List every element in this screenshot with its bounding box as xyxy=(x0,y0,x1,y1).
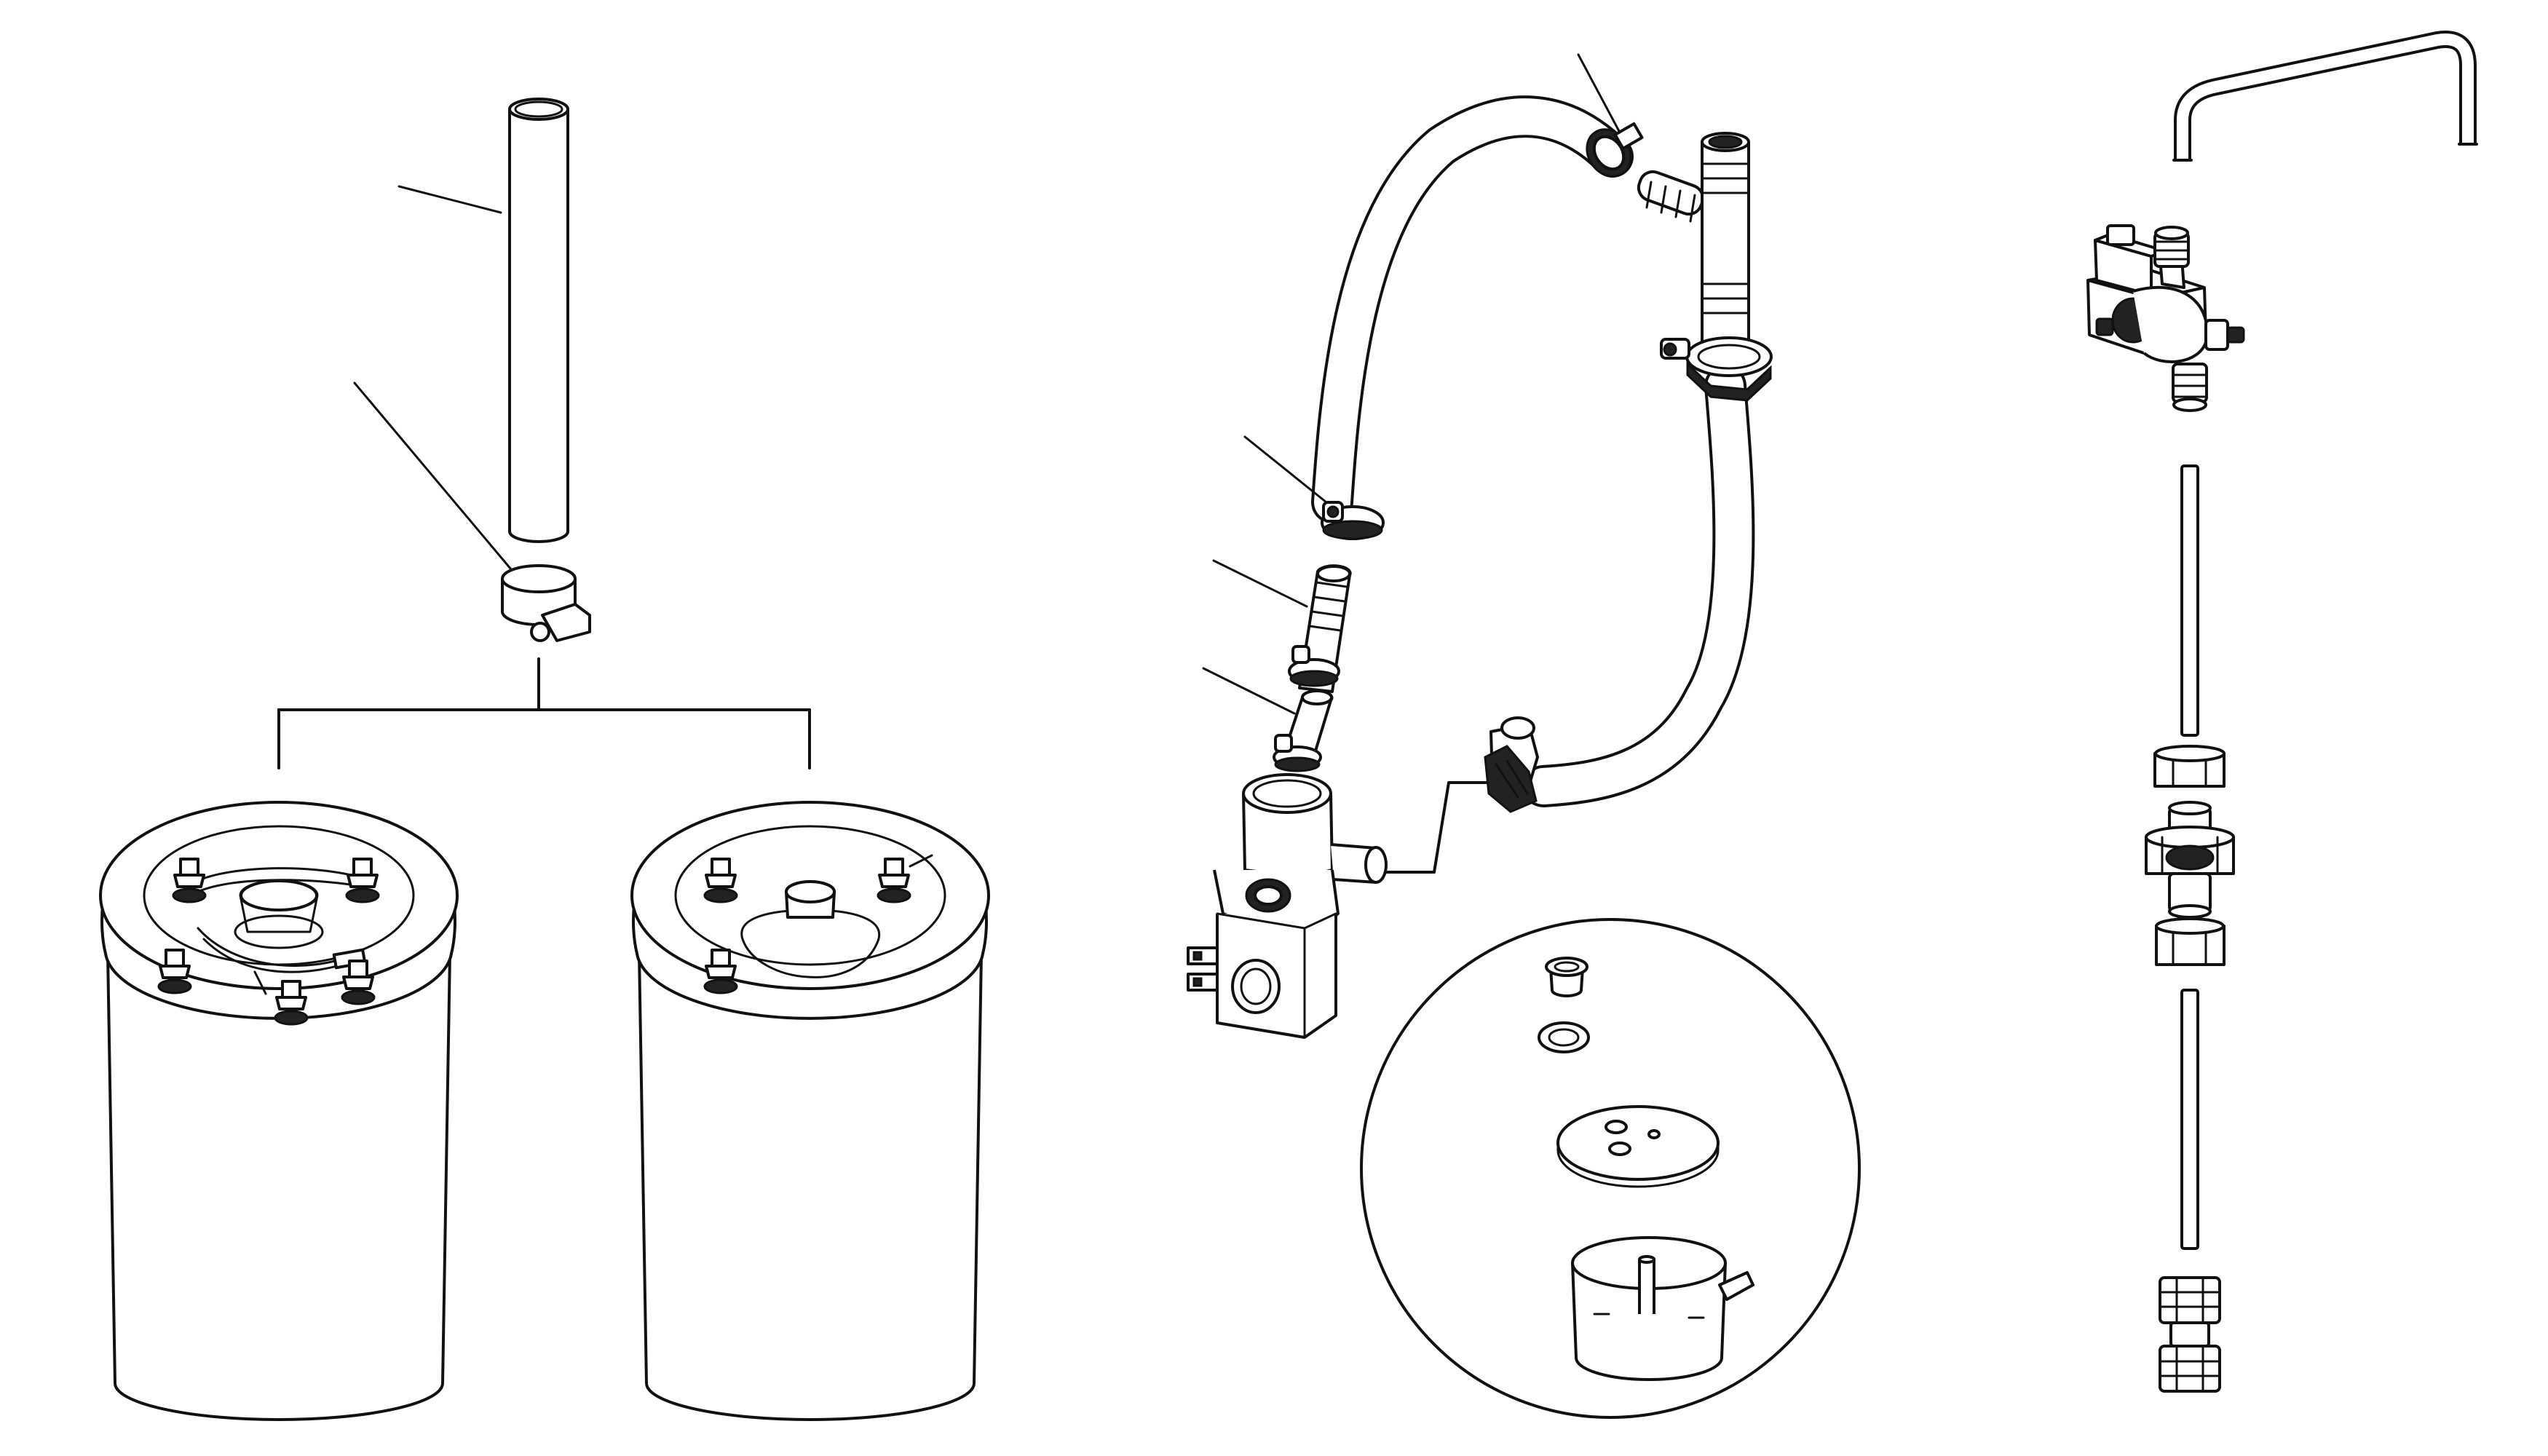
grommet xyxy=(1545,957,1588,997)
tee-fitting xyxy=(1701,132,1750,352)
leader-line-clamp xyxy=(353,381,513,571)
clamp-mid xyxy=(1288,645,1340,687)
inline-coupler xyxy=(2159,1276,2221,1393)
baffle-plate xyxy=(1556,1105,1720,1188)
rigid-tube-upper xyxy=(2180,464,2199,737)
terminal-posts-right xyxy=(703,854,933,994)
o-ring xyxy=(1538,1021,1590,1053)
float-cup xyxy=(1571,1236,1754,1381)
leader-line-connector xyxy=(1212,559,1308,608)
solenoid-valve xyxy=(1187,773,1388,1039)
tank-left-wired xyxy=(99,801,459,1421)
hose-clamp xyxy=(501,564,591,642)
overflow-connector xyxy=(1385,716,1539,874)
short-tube xyxy=(1281,689,1334,764)
vertical-tube xyxy=(508,98,569,543)
leader-line-clamp-top xyxy=(1577,53,1621,134)
leader-line-short-tube xyxy=(1202,667,1296,715)
clamp-lower xyxy=(1273,734,1322,772)
clamp-left-hose xyxy=(1321,501,1385,540)
compression-nut-upper xyxy=(2153,745,2225,788)
hose-long-arch xyxy=(1311,95,1634,523)
clamp-tee xyxy=(1660,336,1773,402)
compression-nut-lower xyxy=(2155,917,2225,966)
barbed-nipple-top xyxy=(1637,170,1705,223)
leader-line-clamp-left xyxy=(1243,435,1328,504)
detail-circle xyxy=(1360,918,1861,1419)
rigid-tube-lower xyxy=(2180,989,2199,1250)
spout-tube xyxy=(2172,31,2478,162)
hose-right-s xyxy=(1522,365,1755,807)
union-fitting xyxy=(2145,801,2235,919)
leader-line-tube xyxy=(397,185,502,214)
clamp-top xyxy=(1586,122,1644,178)
terminal-posts-left xyxy=(157,858,380,1026)
tank-right xyxy=(630,801,990,1421)
mixing-valve-assembly xyxy=(2086,224,2245,412)
split-bracket xyxy=(277,657,811,769)
